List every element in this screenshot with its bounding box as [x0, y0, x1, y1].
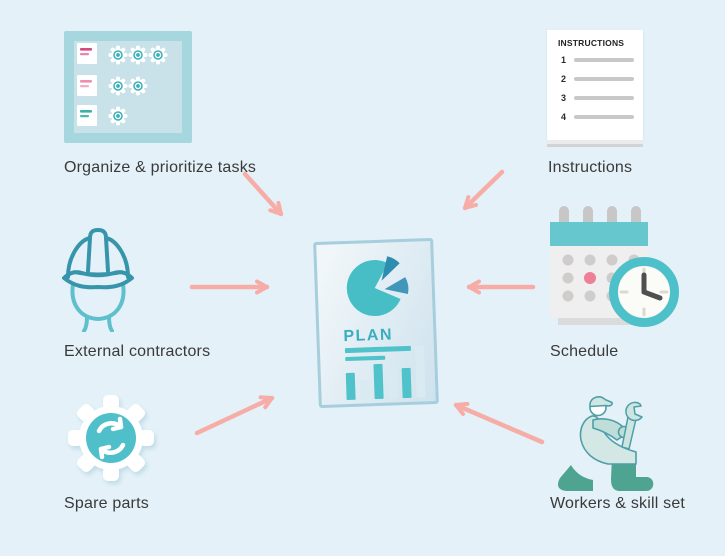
arrow-spare-parts-to-plan: [194, 395, 275, 436]
node-label-workers: Workers & skill set: [550, 495, 686, 512]
refresh-arrows-icon: [96, 416, 126, 460]
pie-chart-illustration: [346, 256, 409, 316]
arrow-organize-to-plan: [242, 171, 284, 217]
task-board-icon: [64, 31, 192, 143]
node-label-organize: Organize & prioritize tasks: [64, 159, 257, 176]
wrench-icon: [621, 401, 643, 450]
plan-bar: [387, 356, 398, 399]
node-label-spare-parts: Spare parts: [64, 495, 149, 512]
worker-wrench-icon: [557, 396, 654, 491]
placeholder-line: [574, 115, 634, 119]
page-stack-edge: [547, 140, 643, 144]
instruction-row: 3: [558, 93, 634, 103]
plan-bar: [345, 372, 356, 401]
plan-document: PLAN: [313, 237, 439, 409]
node-label-contractors: External contractors: [64, 343, 211, 360]
calendar-bottom-edge: [558, 318, 642, 325]
plan-title: PLAN: [343, 326, 394, 346]
plan-bar: [414, 345, 426, 398]
plan-bar: [373, 363, 384, 400]
plan-bar: [360, 380, 370, 400]
instructions-sheet-title: INSTRUCTIONS: [558, 38, 625, 48]
step-number: 2: [560, 74, 566, 84]
instruction-row: 4: [558, 112, 634, 122]
step-number: 1: [560, 55, 566, 65]
node-label-instructions: Instructions: [548, 159, 633, 176]
instructions-page: INSTRUCTIONS 1 2 3 4: [547, 30, 643, 140]
step-number: 3: [560, 93, 566, 103]
placeholder-line: [574, 77, 634, 81]
gear-refresh-icon: [68, 395, 154, 481]
step-number: 4: [560, 112, 566, 122]
instruction-row: 2: [558, 74, 634, 84]
node-label-schedule: Schedule: [550, 343, 619, 360]
arrow-instructions-to-plan: [462, 169, 505, 211]
calendar-header: [550, 222, 648, 246]
hard-hat-icon: [62, 228, 134, 332]
calendar-clock-icon: [550, 206, 679, 327]
pie-slice-dark: [381, 256, 400, 281]
clock-icon: [609, 257, 679, 327]
pie-slice-mid: [384, 277, 409, 295]
arrow-workers-to-plan: [453, 401, 545, 445]
plan-bar: [401, 367, 412, 399]
placeholder-line: [574, 58, 634, 62]
calendar-highlight-dot: [584, 272, 596, 284]
placeholder-line: [574, 96, 634, 100]
instructions-sheet-icon: INSTRUCTIONS 1 2 3 4: [547, 30, 643, 147]
pie-slice-main: [346, 260, 401, 316]
instruction-row: 1: [558, 55, 634, 65]
bar-chart-illustration: [345, 345, 426, 401]
page-stack-edge: [547, 144, 643, 147]
clock-hands: [641, 272, 663, 301]
